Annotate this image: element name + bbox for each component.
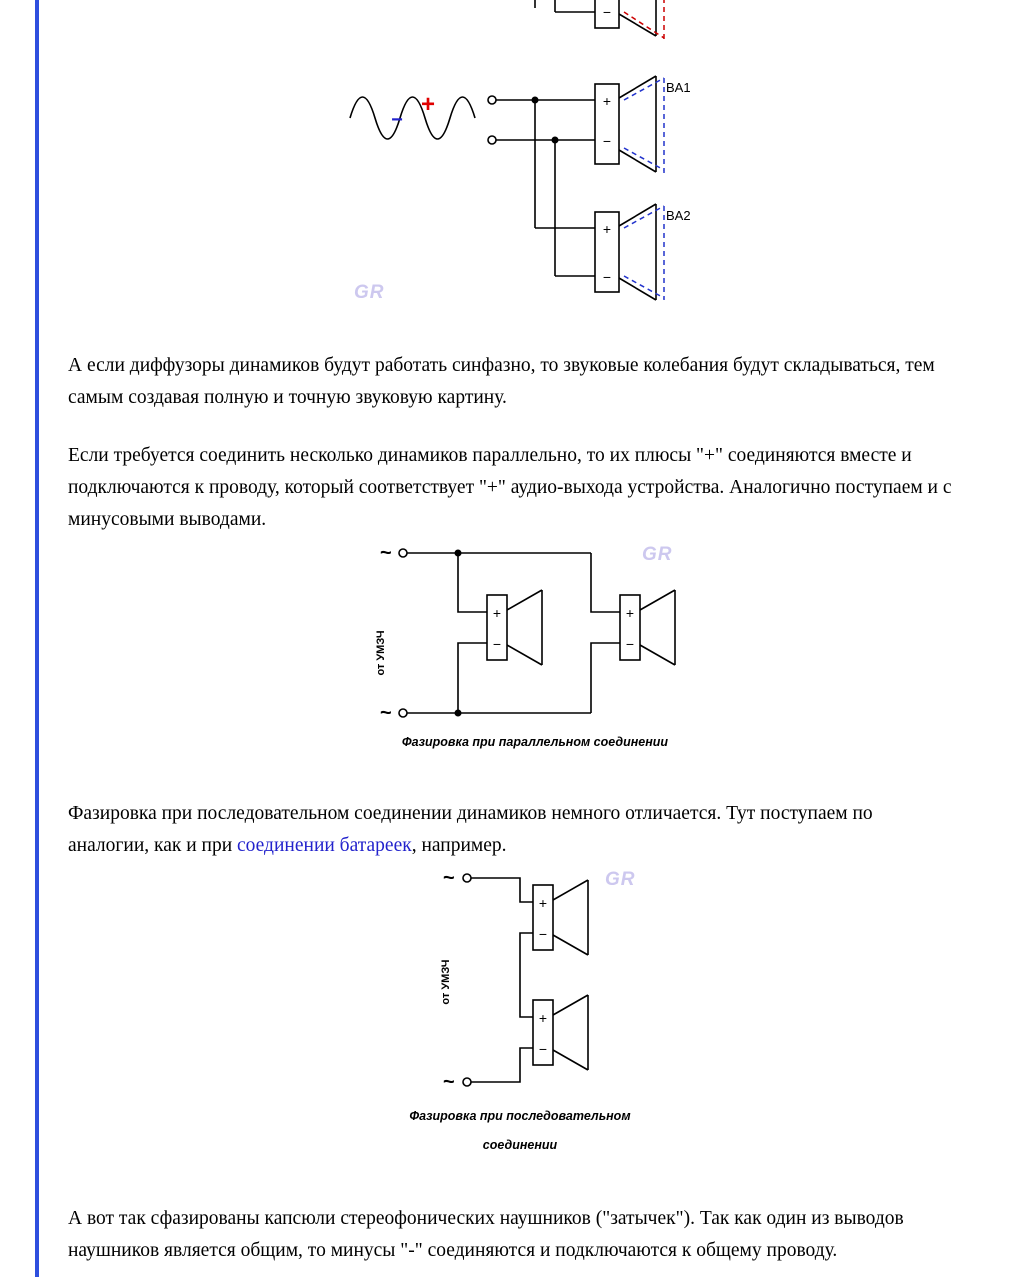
speaker-ba2: + − BA2 <box>594 203 691 301</box>
speaker-plus-label: + <box>493 605 501 621</box>
speaker-minus-label: − <box>539 926 547 942</box>
paragraph-parallel-connection: Если требуется соединить несколько динам… <box>68 444 952 530</box>
figure-parallel-phasing: ~ ~ от УМЗЧ + − + <box>370 540 710 755</box>
speaker-plus-label: + <box>603 93 611 109</box>
wiring: ~ ~ <box>443 867 533 1093</box>
cutoff-antiphase-speaker: − <box>534 0 665 40</box>
amplifier-label: от УМЗЧ <box>440 959 452 1004</box>
figure-series-phasing: ~ ~ от УМЗЧ + − + − <box>400 865 680 1165</box>
speaker-1: + − <box>486 589 543 666</box>
tilde-bottom-label: ~ <box>443 1071 455 1093</box>
speaker-2: + − <box>532 994 589 1071</box>
speaker-ba1: + − BA1 <box>594 75 691 174</box>
speaker-cone <box>618 0 657 37</box>
battery-connection-link[interactable]: соединении батареек <box>237 834 412 856</box>
input-terminal-bottom <box>462 1077 472 1087</box>
input-terminal-plus <box>487 95 497 105</box>
figure-series-svg: ~ ~ от УМЗЧ + − + − <box>409 867 636 1152</box>
speaker-body <box>594 83 620 165</box>
speaker-cone-displaced-antiphase <box>623 0 665 40</box>
speaker-plus-label: + <box>626 605 634 621</box>
speaker-minus-label: − <box>626 636 634 652</box>
paragraph-headphones-phasing: А вот так сфазированы капсюли стереофони… <box>68 1207 904 1261</box>
speaker-cone-displaced-inphase <box>623 205 665 300</box>
speaker-body <box>594 0 620 29</box>
left-border-accent <box>35 0 39 1277</box>
speaker-cone <box>552 994 589 1071</box>
speaker-minus-label: − <box>603 269 611 285</box>
wiring: ~ ~ <box>380 542 620 724</box>
paragraph-text: , например. <box>411 834 507 856</box>
speaker-cone <box>618 75 657 173</box>
input-terminal-bottom <box>398 708 408 718</box>
speaker-minus-label: − <box>603 4 611 20</box>
figure-caption: Фазировка при параллельном соединении <box>402 735 669 749</box>
input-terminal-top <box>462 873 472 883</box>
waveform-plus-label: + <box>421 91 435 118</box>
speaker-body <box>532 884 554 951</box>
amplifier-label: от УМЗЧ <box>375 630 387 675</box>
speaker-body <box>532 999 554 1066</box>
paragraph-inphase-summation: А если диффузоры динамиков будут работат… <box>68 354 935 408</box>
waveform-minus-label: − <box>391 109 403 131</box>
figure-caption-line2: соединении <box>483 1138 558 1152</box>
input-terminal-minus <box>487 135 497 145</box>
speaker-cone <box>506 589 543 666</box>
site-watermark: GR <box>605 869 636 890</box>
speaker-plus-label: + <box>603 221 611 237</box>
tilde-top-label: ~ <box>443 867 455 889</box>
speaker-cone <box>552 879 589 956</box>
tilde-top-label: ~ <box>380 542 392 564</box>
speaker-minus-label: − <box>603 133 611 149</box>
speaker-ba2-label: BA2 <box>666 208 691 223</box>
speaker-2: + − <box>619 589 676 666</box>
speaker-cone <box>618 203 657 301</box>
paragraph-text: Фазировка при последовательном соединени… <box>68 802 873 856</box>
figure-inphase-parallel-speakers: − − + <box>340 0 700 305</box>
speaker-plus-label: + <box>539 1010 547 1026</box>
wiring <box>487 95 595 277</box>
paragraph-series-phasing: Фазировка при последовательном соединени… <box>68 798 956 862</box>
figure-caption-line1: Фазировка при последовательном <box>409 1109 630 1123</box>
sine-wave-icon <box>349 96 476 140</box>
site-watermark: GR <box>642 544 673 565</box>
speaker-body <box>619 594 641 661</box>
site-watermark: GR <box>354 282 385 303</box>
input-terminal-top <box>398 548 408 558</box>
audio-signal-waveform: − + <box>349 91 476 140</box>
speaker-minus-label: − <box>493 636 501 652</box>
speaker-ba1-label: BA1 <box>666 80 691 95</box>
speaker-minus-label: − <box>539 1041 547 1057</box>
speaker-cone-displaced-inphase <box>623 77 665 174</box>
speaker-plus-label: + <box>539 895 547 911</box>
speaker-cone <box>639 589 676 666</box>
speaker-body <box>486 594 508 661</box>
figure-inphase-svg: − − + <box>349 0 691 303</box>
tilde-bottom-label: ~ <box>380 702 392 724</box>
speaker-body <box>594 211 620 293</box>
figure-parallel-svg: ~ ~ от УМЗЧ + − + <box>375 542 676 749</box>
speaker-1: + − <box>532 879 589 956</box>
